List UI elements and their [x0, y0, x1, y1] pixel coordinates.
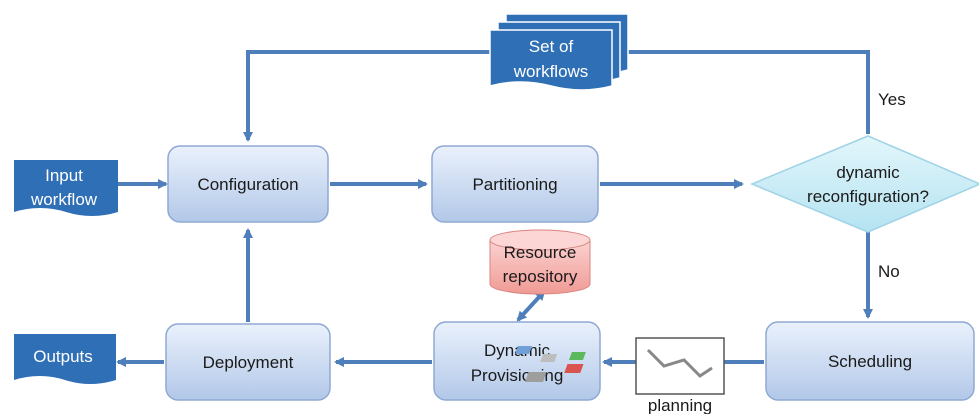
planning-icon-block-5	[524, 372, 547, 382]
planning-icon	[515, 346, 713, 382]
planning-label: planning	[648, 396, 712, 414]
connectors	[116, 50, 873, 367]
configuration-label: Configuration	[197, 175, 298, 194]
resource-repository-node: Resource repository	[489, 229, 591, 295]
dynamic-provisioning-line2: Provisioning	[471, 366, 564, 385]
resource-repository-cylinder-body	[489, 240, 591, 295]
outputs-doc-shape	[14, 334, 116, 384]
scheduling-box	[765, 321, 975, 401]
partitioning-box	[431, 145, 599, 223]
decision-diamond	[750, 135, 979, 233]
arrow-set-to-decision	[622, 50, 870, 134]
set-of-workflows-line2: workflows	[513, 62, 589, 81]
scheduling-node: Scheduling	[765, 321, 975, 401]
configuration-node: Configuration	[167, 145, 329, 223]
doc-sheet-front	[489, 29, 613, 91]
dynamic-provisioning-node: Dynamic Provisioning	[433, 321, 601, 401]
edge-label-no: No	[878, 262, 900, 281]
deployment-label: Deployment	[203, 353, 294, 372]
dynamic-provisioning-box	[433, 321, 601, 401]
planning-node: planning	[515, 337, 725, 414]
decision-line2: reconfiguration?	[807, 187, 929, 206]
input-workflow-line1: Input	[45, 166, 83, 185]
planning-icon-path	[646, 348, 713, 378]
planning-icon-block-1	[515, 346, 533, 354]
planning-icon-block-3	[568, 352, 586, 360]
planning-icon-block-2	[540, 354, 558, 362]
arrow-set-to-configuration	[243, 50, 490, 142]
decision-node: dynamic reconfiguration?	[750, 135, 979, 233]
resource-repository-line2: repository	[503, 267, 578, 286]
input-workflow-line2: workflow	[30, 190, 98, 209]
edge-label-yes: Yes	[878, 90, 906, 109]
outputs-node: Outputs	[14, 334, 116, 384]
set-of-workflows-node: Set of workflows	[489, 13, 629, 91]
resource-repository-cylinder-top	[489, 229, 591, 251]
configuration-box	[167, 145, 329, 223]
decision-line1: dynamic	[836, 163, 900, 182]
resource-repository-line1: Resource	[504, 243, 577, 262]
input-workflow-node: Input workflow	[14, 160, 118, 216]
planning-image-frame	[635, 337, 725, 395]
arrow-repository-provisioning	[516, 290, 546, 322]
partitioning-node: Partitioning	[431, 145, 599, 223]
partitioning-label: Partitioning	[472, 175, 557, 194]
scheduling-label: Scheduling	[828, 352, 912, 371]
deployment-box	[165, 323, 331, 401]
planning-icon-block-4	[564, 364, 584, 373]
input-workflow-doc-shape	[14, 160, 118, 216]
set-of-workflows-line1: Set of	[529, 37, 574, 56]
deployment-node: Deployment	[165, 323, 331, 401]
outputs-label: Outputs	[33, 347, 93, 366]
